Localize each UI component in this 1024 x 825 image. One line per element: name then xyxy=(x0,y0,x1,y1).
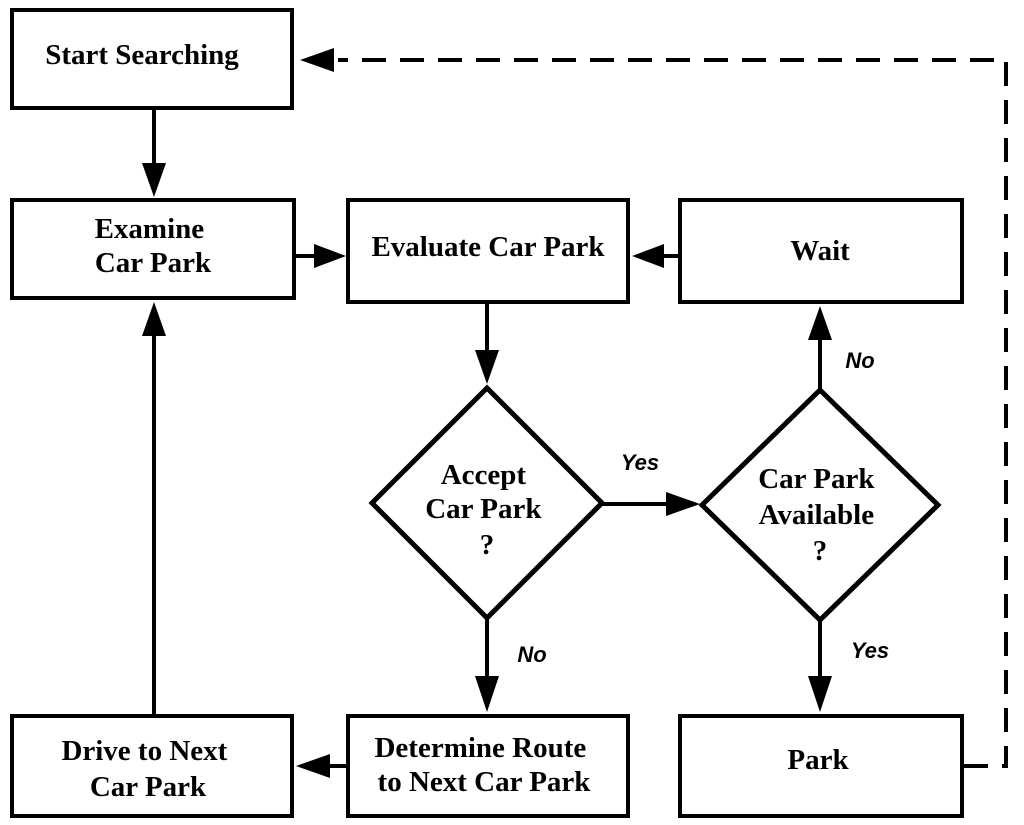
node-label: Car Park Available ? xyxy=(758,463,882,567)
edge-drive-to-examine xyxy=(142,302,166,716)
decision-car-park-available: Car Park Available ? xyxy=(698,386,942,624)
edge-evaluate-to-accept xyxy=(475,302,499,384)
node-label: Drive to Next Car Park xyxy=(61,735,234,803)
edge-available-yes-to-park xyxy=(808,620,832,712)
node-determine-route: Determine Route to Next Car Park xyxy=(346,714,630,818)
node-label: Wait xyxy=(790,235,850,267)
edge-wait-to-evaluate xyxy=(632,244,680,268)
edge-accept-no-to-route xyxy=(475,618,499,712)
node-label: Start Searching xyxy=(45,39,239,71)
edge-examine-to-evaluate xyxy=(294,244,346,268)
node-drive-to-next-car-park: Drive to Next Car Park xyxy=(10,714,294,818)
node-label: Park xyxy=(787,744,849,776)
edge-start-to-examine xyxy=(142,108,166,197)
node-examine-car-park: Examine Car Park xyxy=(10,198,296,300)
edge-available-no-to-wait xyxy=(808,306,832,390)
edge-label-accept-yes: Yes xyxy=(621,450,659,475)
edge-label-accept-no: No xyxy=(517,642,546,667)
decision-accept-car-park: Accept Car Park ? xyxy=(368,384,606,622)
edge-accept-yes-to-available xyxy=(602,492,700,516)
node-start-searching: Start Searching xyxy=(10,8,294,110)
node-park: Park xyxy=(678,714,964,818)
node-evaluate-car-park: Evaluate Car Park xyxy=(346,198,630,304)
edge-label-available-no: No xyxy=(845,348,874,373)
edge-route-to-drive xyxy=(296,754,348,778)
node-label: Examine Car Park xyxy=(95,213,212,279)
edge-park-to-start-dashed xyxy=(300,48,1008,768)
node-wait: Wait xyxy=(678,198,964,304)
node-label: Evaluate Car Park xyxy=(371,231,605,263)
edge-label-available-yes: Yes xyxy=(851,638,889,663)
node-label: Accept Car Park ? xyxy=(425,459,549,561)
node-label: Determine Route to Next Car Park xyxy=(374,732,593,798)
